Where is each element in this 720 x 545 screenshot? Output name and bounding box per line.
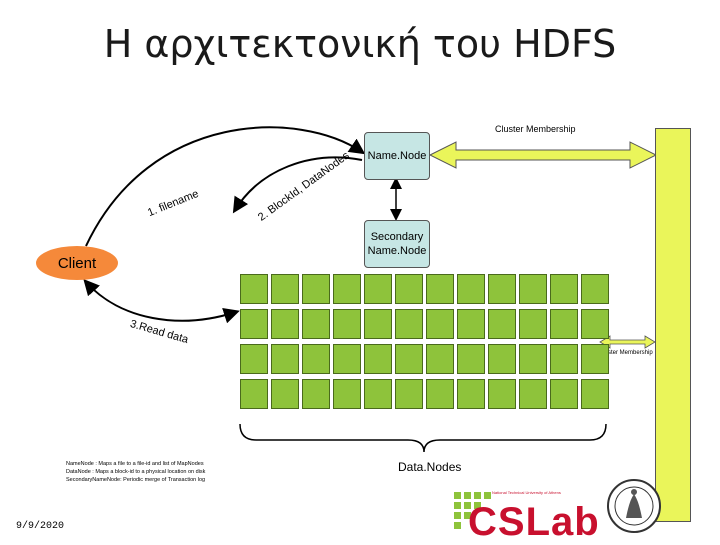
datanode-cell: [426, 309, 454, 339]
cluster-bar: [655, 128, 691, 522]
datanode-cell: [426, 344, 454, 374]
datanode-cell: [581, 274, 609, 304]
datanode-cell: [240, 274, 268, 304]
datanode-cell: [581, 344, 609, 374]
datanode-cell: [426, 379, 454, 409]
datanode-cell: [519, 344, 547, 374]
datanode-cell: [302, 309, 330, 339]
datanodes-label: Data.Nodes: [398, 460, 462, 474]
cslab-logo: CSLab: [468, 500, 600, 544]
datanode-cell: [333, 309, 361, 339]
datanode-cell: [488, 379, 516, 409]
datanode-cell: [240, 344, 268, 374]
arrow-read-data: [83, 279, 240, 324]
datanode-grid: [240, 274, 609, 409]
datanode-cell: [457, 274, 485, 304]
namenode-box: Name.Node: [364, 132, 430, 180]
datanode-cell: [333, 344, 361, 374]
datanode-cell: [550, 379, 578, 409]
datanode-cell: [488, 344, 516, 374]
cluster-membership-arrow-top: [428, 141, 658, 169]
datanode-cell: [426, 274, 454, 304]
university-seal-icon: [607, 479, 661, 533]
datanode-cell: [364, 309, 392, 339]
legend-item: SecondaryNameNode: Periodic merge of Tra…: [66, 477, 206, 483]
datanode-cell: [364, 379, 392, 409]
datanode-cell: [488, 274, 516, 304]
datanode-cell: [302, 344, 330, 374]
datanode-cell: [302, 274, 330, 304]
datanode-cell: [240, 309, 268, 339]
datanode-cell: [550, 274, 578, 304]
logo-dots-icon: [454, 492, 491, 529]
datanode-cell: [581, 309, 609, 339]
datanode-cell: [271, 274, 299, 304]
logo-subtitle: National Technical University of Athens: [492, 490, 561, 495]
datanode-cell: [395, 274, 423, 304]
datanode-cell: [364, 274, 392, 304]
datanode-cell: [271, 344, 299, 374]
datanode-cell: [457, 309, 485, 339]
datanode-cell: [519, 274, 547, 304]
datanode-cell: [395, 309, 423, 339]
arrow-filename: [85, 126, 366, 247]
legend: NameNode : Maps a file to a file-id and …: [66, 460, 205, 484]
datanode-cell: [364, 344, 392, 374]
datanode-cell: [395, 344, 423, 374]
page-title: Η αρχιτεκτονική του HDFS: [103, 22, 617, 66]
datanode-cell: [550, 344, 578, 374]
datanode-cell: [395, 379, 423, 409]
arrow-blockid: [232, 156, 363, 214]
legend-item: DataNode : Maps a block-id to a physical…: [66, 469, 206, 475]
client-node: Client: [36, 246, 118, 280]
cluster-membership-small-label: Cluster Membership: [599, 350, 653, 356]
legend-item: NameNode : Maps a file to a file-id and …: [66, 461, 204, 467]
datanode-cell: [457, 379, 485, 409]
datanode-cell: [519, 309, 547, 339]
datanodes-brace: [239, 423, 607, 453]
secondary-namenode-box: Secondary Name.Node: [364, 220, 430, 268]
datanode-cell: [519, 379, 547, 409]
datanode-cell: [302, 379, 330, 409]
datanode-cell: [333, 379, 361, 409]
datanode-cell: [550, 309, 578, 339]
datanode-cell: [271, 379, 299, 409]
datanode-cell: [240, 379, 268, 409]
slide-date: 9/9/2020: [16, 521, 65, 532]
cluster-membership-label: Cluster Membership: [495, 124, 576, 134]
datanode-cell: [333, 274, 361, 304]
datanode-cell: [581, 379, 609, 409]
datanode-cell: [271, 309, 299, 339]
datanode-cell: [457, 344, 485, 374]
datanode-cell: [488, 309, 516, 339]
